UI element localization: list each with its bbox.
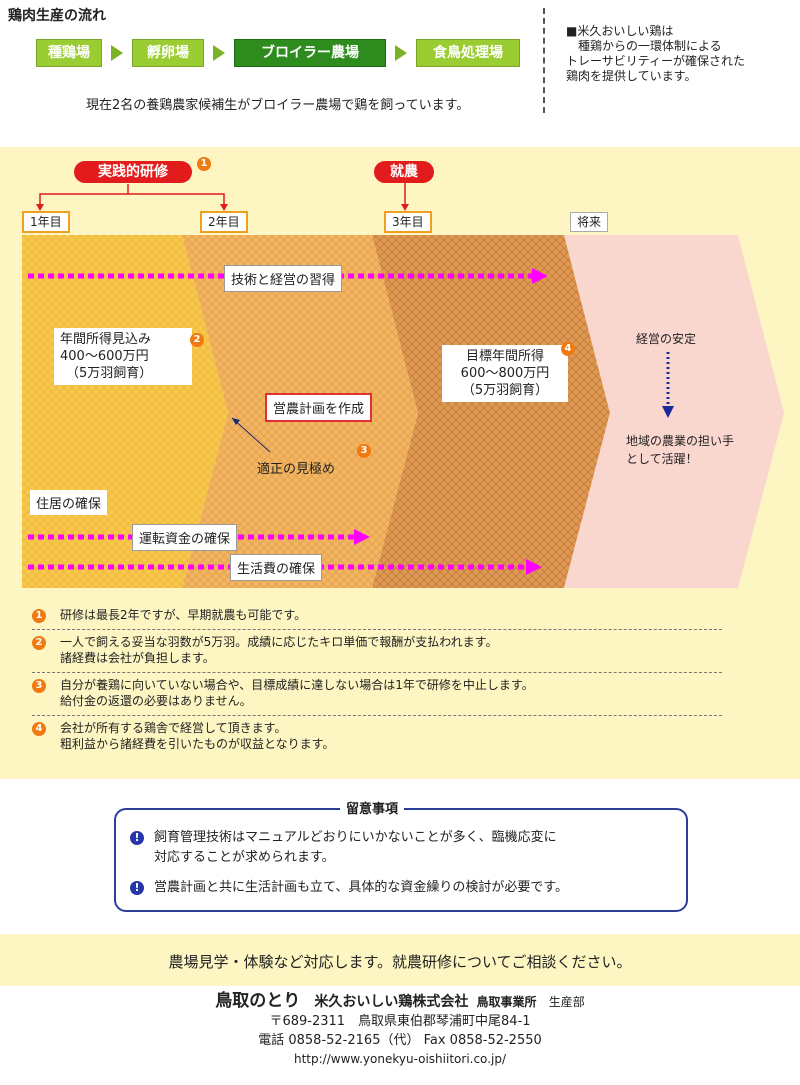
notes-list: 1 研修は最長2年ですが、早期就農も可能です。 2 一人で飼える妥当な羽数が5万… xyxy=(32,603,722,758)
note-marker-3: 3 xyxy=(357,444,371,458)
note-row: 4 会社が所有する鶏舎で経営して頂きます。 粗利益から諸経費を引いたものが収益と… xyxy=(32,716,722,758)
stable-label: 経営の安定 xyxy=(636,332,697,346)
future-line: として活躍！ xyxy=(626,452,698,466)
note-text: 会社が所有する鶏舎で経営して頂きます。 xyxy=(60,721,287,735)
caution-box: ! 飼育管理技術はマニュアルどおりにいかないことが多く、臨機応変に 対応すること… xyxy=(114,808,688,912)
flow-arrow-icon xyxy=(395,45,407,61)
cta-band: 農場見学・体験など対応します。就農研修についてご相談ください。 xyxy=(0,934,800,986)
housing-label: 住居の確保 xyxy=(30,490,108,515)
target-line: 600～800万円 xyxy=(460,366,550,381)
stage-future xyxy=(564,235,784,588)
flow-step-hatchery: 孵卵場 xyxy=(132,39,204,67)
timeline-graphic xyxy=(22,182,784,588)
caution-text: 営農計画と共に生活計画も立て、具体的な資金繰りの検討が必要です。 xyxy=(154,880,569,895)
exclamation-icon: ! xyxy=(130,831,144,845)
address: 〒689-2311 鳥取県東伯郡琴浦町中尾84-1 xyxy=(269,1014,531,1029)
caution-title: 留意事項 xyxy=(340,798,405,817)
side-note-line: トレーサビリティーが確保された xyxy=(566,54,746,68)
note-num: 4 xyxy=(32,722,46,736)
caution-item: ! 飼育管理技術はマニュアルどおりにいかないことが多く、臨機応変に 対応すること… xyxy=(130,828,557,868)
flow-step-broiler: ブロイラー農場 xyxy=(234,39,386,67)
phone-fax: 電話 0858-52-2165（代） Fax 0858-52-2550 xyxy=(258,1033,542,1048)
target-line: 目標年間所得 xyxy=(465,349,544,364)
income1-box: 年間所得見込み 400～600万円 （5万羽飼育） xyxy=(54,328,192,385)
note-row: 3 自分が養鶏に向いていない場合や、目標成績に達しない場合は1年で研修を中止しま… xyxy=(32,673,722,716)
company-logo: 鳥取のとり xyxy=(215,991,301,1011)
note-marker-1: 1 xyxy=(197,157,211,171)
note-text: 粗利益から諸経費を引いたものが収益となります。 xyxy=(60,737,335,751)
note-num: 3 xyxy=(32,679,46,693)
note-text: 一人で飼える妥当な羽数が5万羽。成績に応じたキロ単価で報酬が支払われます。 xyxy=(60,635,498,649)
arrow-head-icon xyxy=(354,529,370,545)
caution-item: ! 営農計画と共に生活計画も立て、具体的な資金繰りの検討が必要です。 xyxy=(130,878,568,898)
capital-label: 運転資金の確保 xyxy=(132,524,238,551)
plan-label: 営農計画を作成 xyxy=(265,393,373,422)
flow-step-breeder: 種鶏場 xyxy=(36,39,102,67)
company-name: 米久おいしい鶏株式会社 xyxy=(314,994,469,1010)
flow-arrow-icon xyxy=(213,45,225,61)
website-link[interactable]: http://www.yonekyu-oishiitori.co.jp/ xyxy=(294,1052,506,1066)
note-num: 2 xyxy=(32,636,46,650)
future-line: 地域の農業の担い手 xyxy=(626,434,735,448)
cta-text: 農場見学・体験など対応します。就農研修についてご相談ください。 xyxy=(168,953,632,971)
side-note: ■米久おいしい鶏は 種鶏からの一環体制による トレーサビリティーが確保された 鶏… xyxy=(566,24,745,84)
year-3: 3年目 xyxy=(384,211,432,233)
employment-pill: 就農 xyxy=(374,161,434,183)
page-title: 鶏肉生産の流れ xyxy=(8,8,106,24)
divider xyxy=(543,8,545,113)
caution-text: 飼育管理技術はマニュアルどおりにいかないことが多く、臨機応変に xyxy=(154,830,557,845)
stage-year3 xyxy=(372,235,610,588)
training-bracket xyxy=(39,193,225,205)
arrow-head-icon xyxy=(526,559,542,575)
income1-line: 400～600万円 xyxy=(60,349,149,364)
training-pill: 実践的研修 xyxy=(74,161,192,183)
side-note-line: 鶏肉を提供しています。 xyxy=(566,69,697,83)
income1-line: （5万羽飼育） xyxy=(66,366,153,381)
production-flow: 種鶏場 孵卵場 ブロイラー農場 食鳥処理場 xyxy=(36,39,520,67)
office-name: 鳥取事業所 xyxy=(476,995,537,1009)
year-2: 2年目 xyxy=(200,211,248,233)
flow-arrow-icon xyxy=(111,45,123,61)
living-label: 生活費の確保 xyxy=(230,554,323,581)
note-row: 2 一人で飼える妥当な羽数が5万羽。成績に応じたキロ単価で報酬が支払われます。 … xyxy=(32,630,722,673)
arrow-head-icon xyxy=(532,268,548,284)
year-1: 1年目 xyxy=(22,211,70,233)
skills-label: 技術と経営の習得 xyxy=(224,265,343,292)
exclamation-icon: ! xyxy=(130,881,144,895)
note-text: 研修は最長2年ですが、早期就農も可能です。 xyxy=(60,608,307,622)
side-note-line: 種鶏からの一環体制による xyxy=(578,39,722,53)
note-text: 自分が養鶏に向いていない場合や、目標成績に達しない場合は1年で研修を中止します。 xyxy=(60,678,534,692)
judge-label: 適正の見極め xyxy=(257,462,336,477)
candidate-note: 現在2名の養鶏農家候補生がブロイラー農場で鶏を飼っています。 xyxy=(86,98,470,113)
target-line: （5万羽飼育） xyxy=(461,383,549,398)
target-box: 目標年間所得 600～800万円 （5万羽飼育） xyxy=(442,345,568,402)
income1-line: 年間所得見込み xyxy=(60,332,152,347)
side-note-line: ■米久おいしい鶏は xyxy=(566,24,674,38)
note-text: 給付金の返還の必要はありません。 xyxy=(60,694,252,708)
department: 生産部 xyxy=(548,995,585,1009)
future-label: 地域の農業の担い手 として活躍！ xyxy=(626,432,734,468)
company-footer: 鳥取のとり 米久おいしい鶏株式会社 鳥取事業所 生産部 〒689-2311 鳥取… xyxy=(0,992,800,1069)
caution-text: 対応することが求められます。 xyxy=(154,850,335,865)
year-future: 将来 xyxy=(570,212,609,232)
note-text: 諸経費は会社が負担します。 xyxy=(60,651,215,665)
note-marker-4: 4 xyxy=(561,342,575,356)
note-row: 1 研修は最長2年ですが、早期就農も可能です。 xyxy=(32,603,722,630)
flow-step-processing: 食鳥処理場 xyxy=(416,39,520,67)
note-num: 1 xyxy=(32,609,46,623)
note-marker-2: 2 xyxy=(190,333,204,347)
